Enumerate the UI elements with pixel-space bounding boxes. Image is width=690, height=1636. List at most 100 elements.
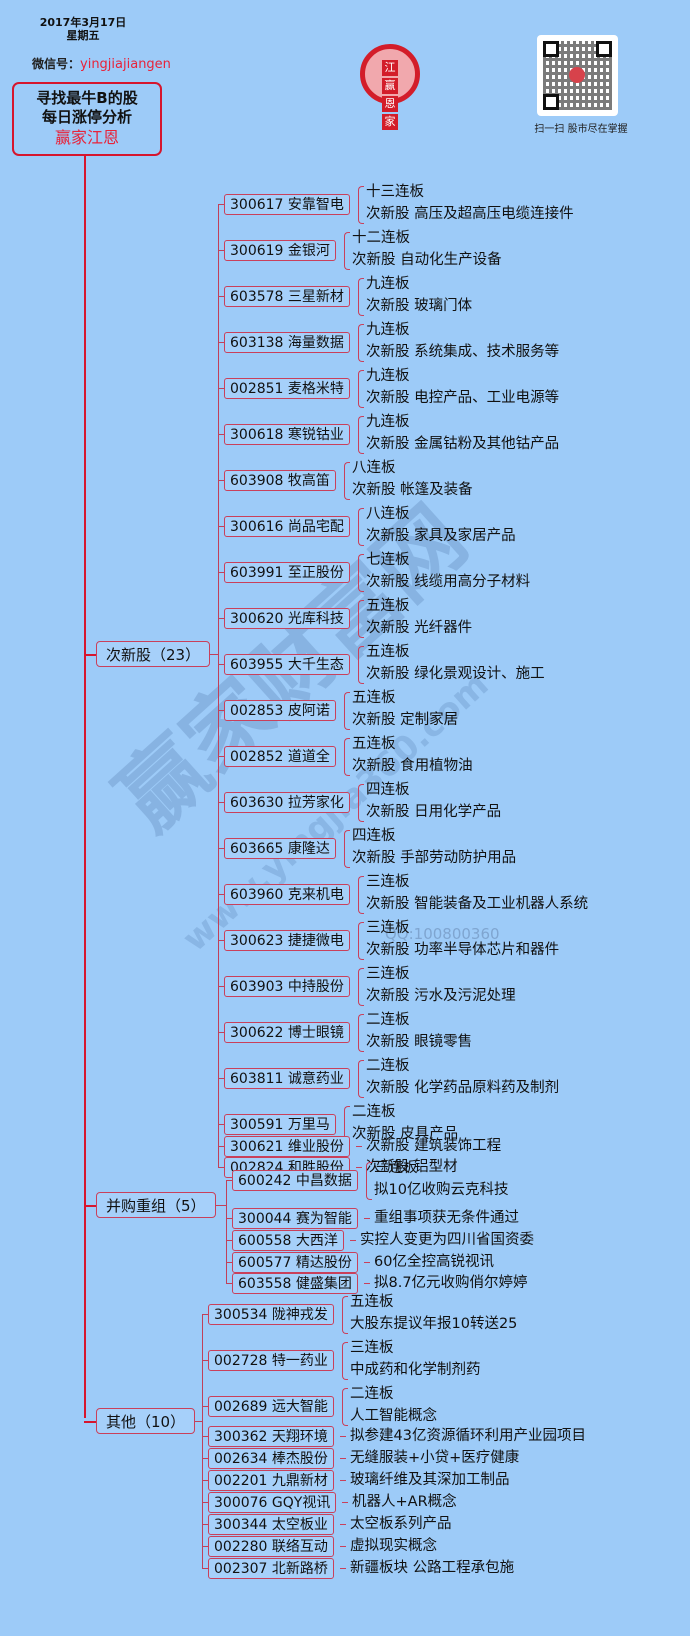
category-connector bbox=[84, 654, 96, 656]
stock-connector bbox=[218, 1167, 224, 1168]
stock-node[interactable]: 002852 道道全 bbox=[224, 746, 336, 767]
limit-up-streak: 九连板 bbox=[366, 276, 410, 292]
stock-node[interactable]: 300617 安靠智电 bbox=[224, 194, 350, 215]
stock-node[interactable]: 603955 大千生态 bbox=[224, 654, 350, 675]
stock-node[interactable]: 002307 北新路桥 bbox=[208, 1558, 334, 1579]
stock-connector bbox=[202, 1314, 208, 1315]
limit-up-streak: 三连板 bbox=[374, 1160, 418, 1176]
weekday: 星期五 bbox=[66, 29, 100, 42]
stock-description: 拟参建43亿资源循环利用产业园项目 bbox=[350, 1428, 586, 1444]
brace-connector bbox=[358, 1060, 364, 1098]
stock-node[interactable]: 300534 陇神戎发 bbox=[208, 1304, 334, 1325]
stock-connector bbox=[202, 1524, 208, 1525]
stock-node[interactable]: 002280 联络互动 bbox=[208, 1536, 334, 1557]
dash-connector bbox=[340, 1436, 346, 1437]
stock-connector bbox=[218, 480, 224, 481]
stock-description: 新疆板块 公路工程承包施 bbox=[350, 1560, 515, 1576]
limit-up-streak: 九连板 bbox=[366, 322, 410, 338]
stock-node[interactable]: 603960 克来机电 bbox=[224, 884, 350, 905]
stock-node[interactable]: 603630 拉芳家化 bbox=[224, 792, 350, 813]
stock-node[interactable]: 002728 特一药业 bbox=[208, 1350, 334, 1371]
limit-up-streak: 五连板 bbox=[366, 598, 410, 614]
stock-node[interactable]: 002634 棒杰股份 bbox=[208, 1448, 334, 1469]
stock-node[interactable]: 002201 九鼎新材 bbox=[208, 1470, 334, 1491]
stock-node[interactable]: 600577 精达股份 bbox=[232, 1252, 358, 1273]
stock-connector bbox=[218, 388, 224, 389]
stock-description: 拟8.7亿元收购俏尔婷婷 bbox=[374, 1275, 528, 1291]
stock-node[interactable]: 603811 诚意药业 bbox=[224, 1068, 350, 1089]
limit-up-streak: 二连板 bbox=[350, 1386, 394, 1402]
stock-node[interactable]: 300362 天翔环境 bbox=[208, 1426, 334, 1447]
stock-description: 次新股 眼镜零售 bbox=[366, 1034, 473, 1050]
stock-node[interactable]: 603903 中持股份 bbox=[224, 976, 350, 997]
stock-node[interactable]: 300076 GQY视讯 bbox=[208, 1492, 337, 1513]
stock-connector bbox=[202, 1502, 208, 1503]
limit-up-streak: 五连板 bbox=[366, 644, 410, 660]
stock-connector bbox=[226, 1283, 232, 1284]
category-node[interactable]: 次新股（23） bbox=[96, 641, 211, 667]
brace-connector bbox=[358, 186, 364, 224]
stock-description: 玻璃纤维及其深加工制品 bbox=[350, 1472, 510, 1488]
stock-description: 次新股 帐篷及装备 bbox=[352, 482, 473, 498]
stock-node[interactable]: 603665 康隆达 bbox=[224, 838, 336, 859]
brace-connector bbox=[358, 784, 364, 822]
stock-node[interactable]: 300044 赛为智能 bbox=[232, 1208, 358, 1229]
brace-connector bbox=[342, 1388, 348, 1426]
category-connector bbox=[84, 1421, 96, 1423]
stock-node[interactable]: 300619 金银河 bbox=[224, 240, 336, 261]
stock-description: 实控人变更为四川省国资委 bbox=[360, 1232, 534, 1248]
stock-connector bbox=[218, 526, 224, 527]
stock-connector bbox=[218, 1032, 224, 1033]
stock-description: 中成药和化学制剂药 bbox=[350, 1362, 481, 1378]
stock-description: 次新股 系统集成、技术服务等 bbox=[366, 344, 560, 360]
stock-node[interactable]: 300623 捷捷微电 bbox=[224, 930, 350, 951]
stock-connector bbox=[218, 894, 224, 895]
stock-node[interactable]: 300618 寒锐钴业 bbox=[224, 424, 350, 445]
stock-node[interactable]: 600242 中昌数据 bbox=[232, 1170, 358, 1191]
stock-connector bbox=[218, 756, 224, 757]
stock-connector bbox=[218, 1146, 224, 1147]
stock-connector bbox=[218, 848, 224, 849]
stock-node[interactable]: 002853 皮阿诺 bbox=[224, 700, 336, 721]
brace-connector bbox=[358, 508, 364, 546]
stock-description: 次新股 自动化生产设备 bbox=[352, 252, 502, 268]
limit-up-streak: 九连板 bbox=[366, 368, 410, 384]
stock-connector bbox=[202, 1436, 208, 1437]
brand-seal-logo-icon: 江 赢 恩 家 bbox=[360, 44, 420, 130]
limit-up-streak: 三连板 bbox=[350, 1340, 394, 1356]
limit-up-streak: 三连板 bbox=[366, 920, 410, 936]
stock-description: 次新股 绿化景观设计、施工 bbox=[366, 666, 545, 682]
dash-connector bbox=[364, 1262, 370, 1263]
stock-description: 次新股 化学药品原料药及制剂 bbox=[366, 1080, 560, 1096]
category-node[interactable]: 其他（10） bbox=[96, 1408, 196, 1434]
stock-description: 次新股 定制家居 bbox=[352, 712, 459, 728]
brace-connector bbox=[358, 324, 364, 362]
stock-connector bbox=[218, 250, 224, 251]
limit-up-streak: 四连板 bbox=[352, 828, 396, 844]
stock-node[interactable]: 600558 大西洋 bbox=[232, 1230, 344, 1251]
stock-node[interactable]: 300591 万里马 bbox=[224, 1114, 336, 1135]
stock-description: 拟10亿收购云克科技 bbox=[374, 1182, 509, 1198]
stock-node[interactable]: 300622 博士眼镜 bbox=[224, 1022, 350, 1043]
stock-node[interactable]: 300616 尚品宅配 bbox=[224, 516, 350, 537]
category-node[interactable]: 并购重组（5） bbox=[96, 1192, 216, 1218]
stock-node[interactable]: 300621 维业股份 bbox=[224, 1136, 350, 1157]
qr-code-icon bbox=[537, 35, 618, 116]
dash-connector bbox=[340, 1480, 346, 1481]
stock-description: 次新股 电控产品、工业电源等 bbox=[366, 390, 560, 406]
stock-node[interactable]: 002851 麦格米特 bbox=[224, 378, 350, 399]
stock-node[interactable]: 603991 至正股份 bbox=[224, 562, 350, 583]
brace-connector bbox=[342, 1296, 348, 1334]
stock-node[interactable]: 603558 健盛集团 bbox=[232, 1273, 358, 1294]
stock-node[interactable]: 300344 太空板业 bbox=[208, 1514, 334, 1535]
stock-node[interactable]: 300620 光库科技 bbox=[224, 608, 350, 629]
stock-node[interactable]: 603578 三星新材 bbox=[224, 286, 350, 307]
qr-caption: 扫一扫 股市尽在掌握 bbox=[534, 124, 628, 135]
stock-node[interactable]: 002689 远大智能 bbox=[208, 1396, 334, 1417]
stock-node[interactable]: 603908 牧高笛 bbox=[224, 470, 336, 491]
main-trunk-line bbox=[84, 156, 86, 1418]
stock-node[interactable]: 603138 海量数据 bbox=[224, 332, 350, 353]
limit-up-streak: 四连板 bbox=[366, 782, 410, 798]
dash-connector bbox=[340, 1568, 346, 1569]
dash-connector bbox=[364, 1283, 370, 1284]
